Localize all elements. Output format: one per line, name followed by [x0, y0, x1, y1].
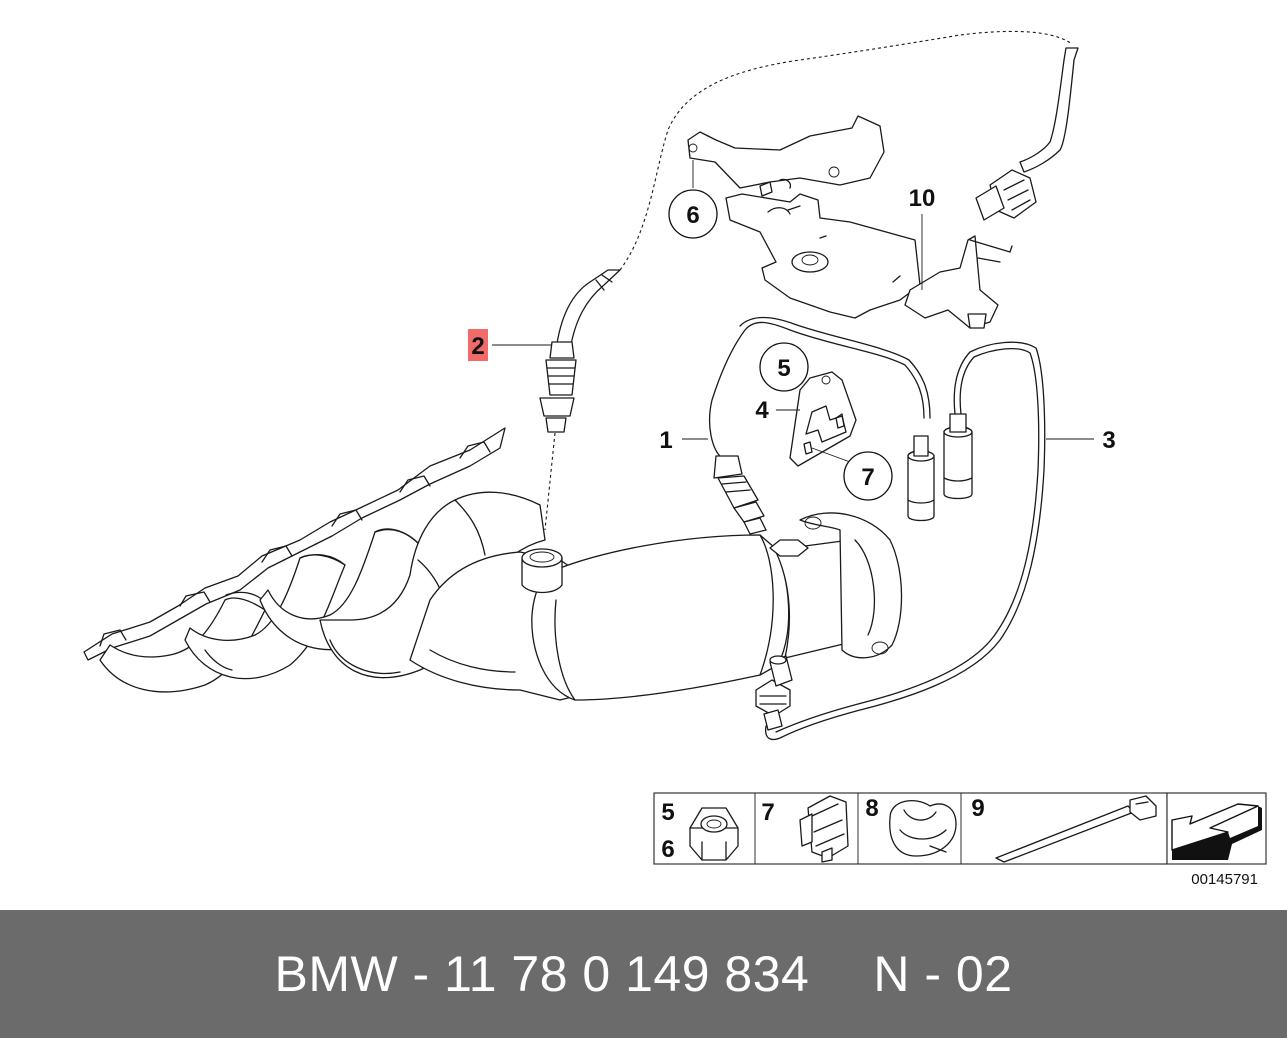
svg-text:7: 7: [761, 799, 774, 826]
svg-text:5: 5: [661, 799, 674, 826]
part-number-footer: BMW - 11 78 0 149 834 N - 02: [0, 910, 1287, 1038]
callout-7: 7: [811, 447, 893, 501]
svg-text:3: 3: [1102, 427, 1115, 454]
callout-3: 3: [1046, 427, 1116, 454]
legend-cell-clip: 7: [761, 795, 849, 863]
part-number: BMW - 11 78 0 149 834: [274, 946, 810, 1002]
position-code: N - 02: [873, 946, 1013, 1002]
callout-6: 6: [668, 160, 718, 239]
callout-1: 1: [659, 427, 708, 454]
hex-nut-icon: [689, 807, 739, 861]
wire-clip-icon: [799, 795, 849, 863]
svg-text:6: 6: [686, 202, 699, 229]
legend-cell-cable-tie: 9: [971, 795, 1157, 863]
sensor-connector: [975, 47, 1079, 221]
catalytic-converter: [531, 512, 903, 701]
wire-grommets: [907, 413, 973, 522]
clip-bracket-item-4: [789, 371, 857, 467]
oxygen-sensor-item-2: [539, 30, 1073, 531]
legend-cell-nut: 5 6: [661, 799, 739, 863]
diagram-reference-number: 00145791: [1191, 871, 1258, 888]
bracket-item-10: [687, 115, 1013, 329]
highlight-marker: [468, 329, 488, 361]
oxygen-sensor-item-3: [755, 341, 1046, 741]
callout-2: 2: [468, 329, 552, 361]
svg-text:10: 10: [909, 185, 936, 212]
cable-tie-icon: [995, 795, 1157, 863]
svg-text:9: 9: [971, 795, 984, 822]
callout-10: 10: [909, 185, 936, 290]
arrow-icon: [1166, 792, 1267, 865]
parts-diagram: 6 5 7 2 1 3 4 10 5 6: [83, 30, 1267, 888]
svg-text:6: 6: [661, 836, 674, 863]
callout-5: 5: [759, 342, 809, 392]
svg-text:4: 4: [755, 397, 769, 424]
svg-text:5: 5: [777, 355, 790, 382]
svg-text:8: 8: [865, 795, 878, 822]
callout-4: 4: [755, 397, 800, 424]
svg-text:1: 1: [659, 427, 672, 454]
legend-cell-grommet: 8: [865, 795, 957, 857]
rubber-grommet-icon: [889, 800, 957, 857]
svg-text:7: 7: [861, 464, 874, 491]
svg-text:2: 2: [471, 333, 484, 360]
legend-strip: 5 6 7 8: [653, 792, 1267, 865]
sensor-boss-front: [521, 548, 563, 594]
oxygen-sensor-item-1: [709, 316, 931, 535]
